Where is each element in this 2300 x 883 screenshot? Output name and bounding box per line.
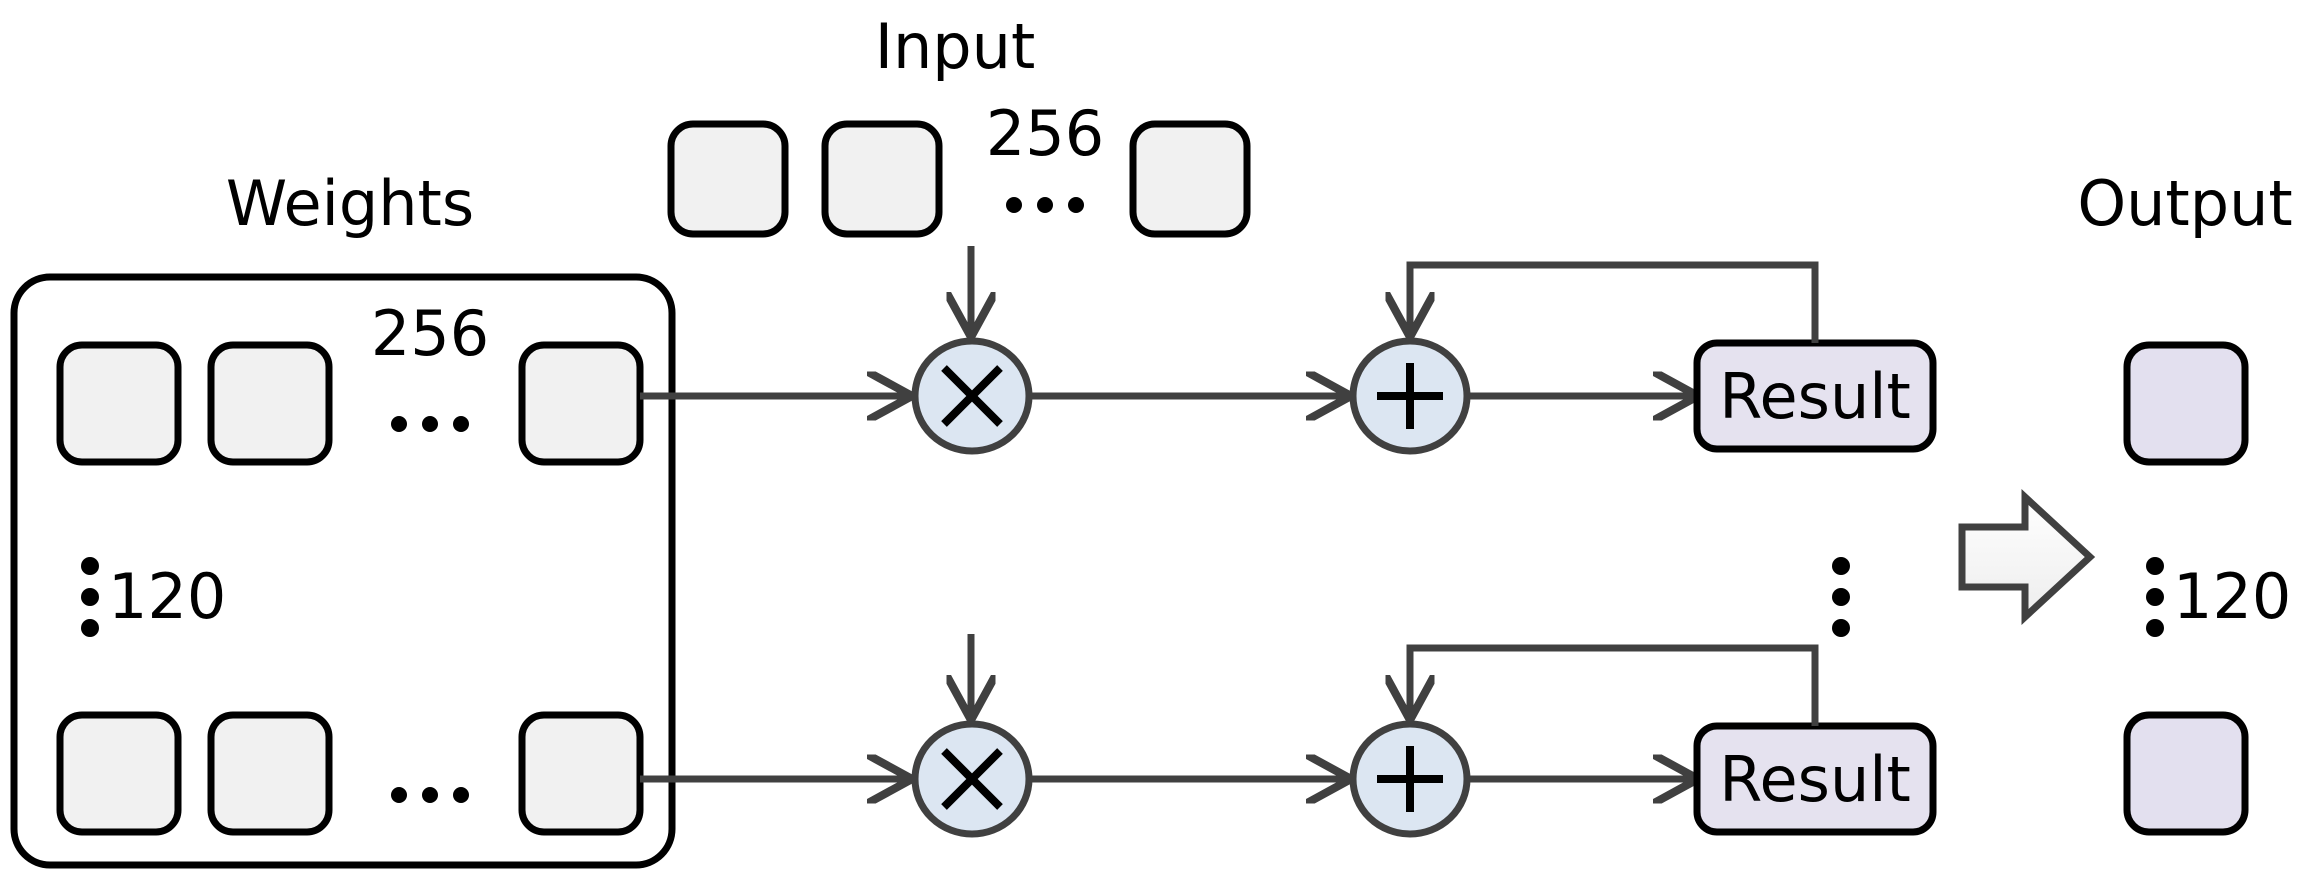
weights-count-label: 256 — [371, 297, 489, 370]
output-rowcount-ellipsis — [2146, 557, 2164, 637]
pipeline-ellipsis — [1832, 557, 1850, 637]
accumulate-feedback-wire-row1 — [1410, 261, 1819, 343]
weight-cell[interactable] — [207, 341, 333, 466]
input-ellipsis — [1006, 197, 1084, 213]
weight-cell[interactable] — [207, 711, 333, 836]
result-label-row2: Result — [1719, 743, 1911, 816]
add-node-row1[interactable] — [1349, 337, 1471, 455]
input-cell[interactable] — [667, 120, 789, 238]
multiply-node-row2[interactable] — [911, 720, 1033, 838]
weight-cell[interactable] — [518, 711, 644, 836]
weights-row1-ellipsis — [391, 416, 469, 432]
accumulate-feedback-wire-row2 — [1410, 644, 1819, 726]
weights-row-count-label: 120 — [108, 560, 226, 633]
weights-rowcount-ellipsis — [81, 557, 99, 637]
input-cell[interactable] — [821, 120, 943, 238]
output-row-count-label: 120 — [2173, 560, 2291, 633]
input-cell[interactable] — [1129, 120, 1251, 238]
output-title: Output — [2077, 167, 2292, 240]
output-cell[interactable] — [2123, 341, 2249, 466]
input-title: Input — [875, 10, 1036, 83]
input-count-label: 256 — [986, 97, 1104, 170]
weight-cell[interactable] — [56, 711, 182, 836]
result-label-row1: Result — [1719, 360, 1911, 433]
weight-cell[interactable] — [56, 341, 182, 466]
block-arrow-right-icon — [1958, 489, 2096, 625]
weights-group-frame — [10, 273, 676, 869]
multiply-node-row1[interactable] — [911, 337, 1033, 455]
weight-cell[interactable] — [518, 341, 644, 466]
output-cell[interactable] — [2123, 711, 2249, 836]
weights-title: Weights — [226, 167, 474, 240]
weights-row2-ellipsis — [391, 787, 469, 803]
